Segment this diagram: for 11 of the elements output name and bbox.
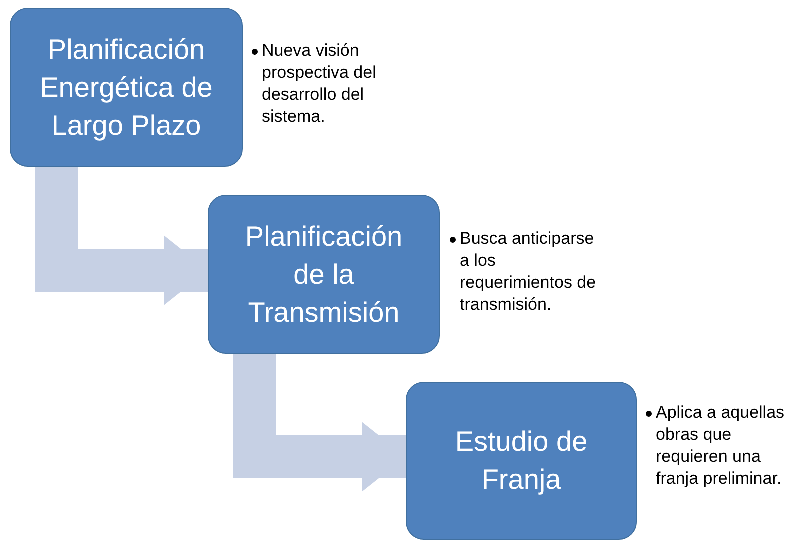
process-box xyxy=(10,8,243,167)
bent-arrow xyxy=(234,354,406,492)
bullet-text: Nueva visión prospectiva del desarrollo del sistema. xyxy=(262,40,378,128)
box-title: Planificación Energética de Largo Plazo xyxy=(39,32,214,143)
process-box xyxy=(208,195,440,354)
bent-arrow xyxy=(36,167,208,306)
bullet-text: Busca anticiparse a los requerimientos de transmisión. xyxy=(460,228,598,316)
bullet-text: Aplica a aquellas obras que requieren una franja preliminar. xyxy=(656,402,786,490)
box-title: Planificación de la Transmisión xyxy=(244,220,404,330)
process-box xyxy=(406,382,637,540)
box-title: Estudio de Franja xyxy=(454,425,589,497)
